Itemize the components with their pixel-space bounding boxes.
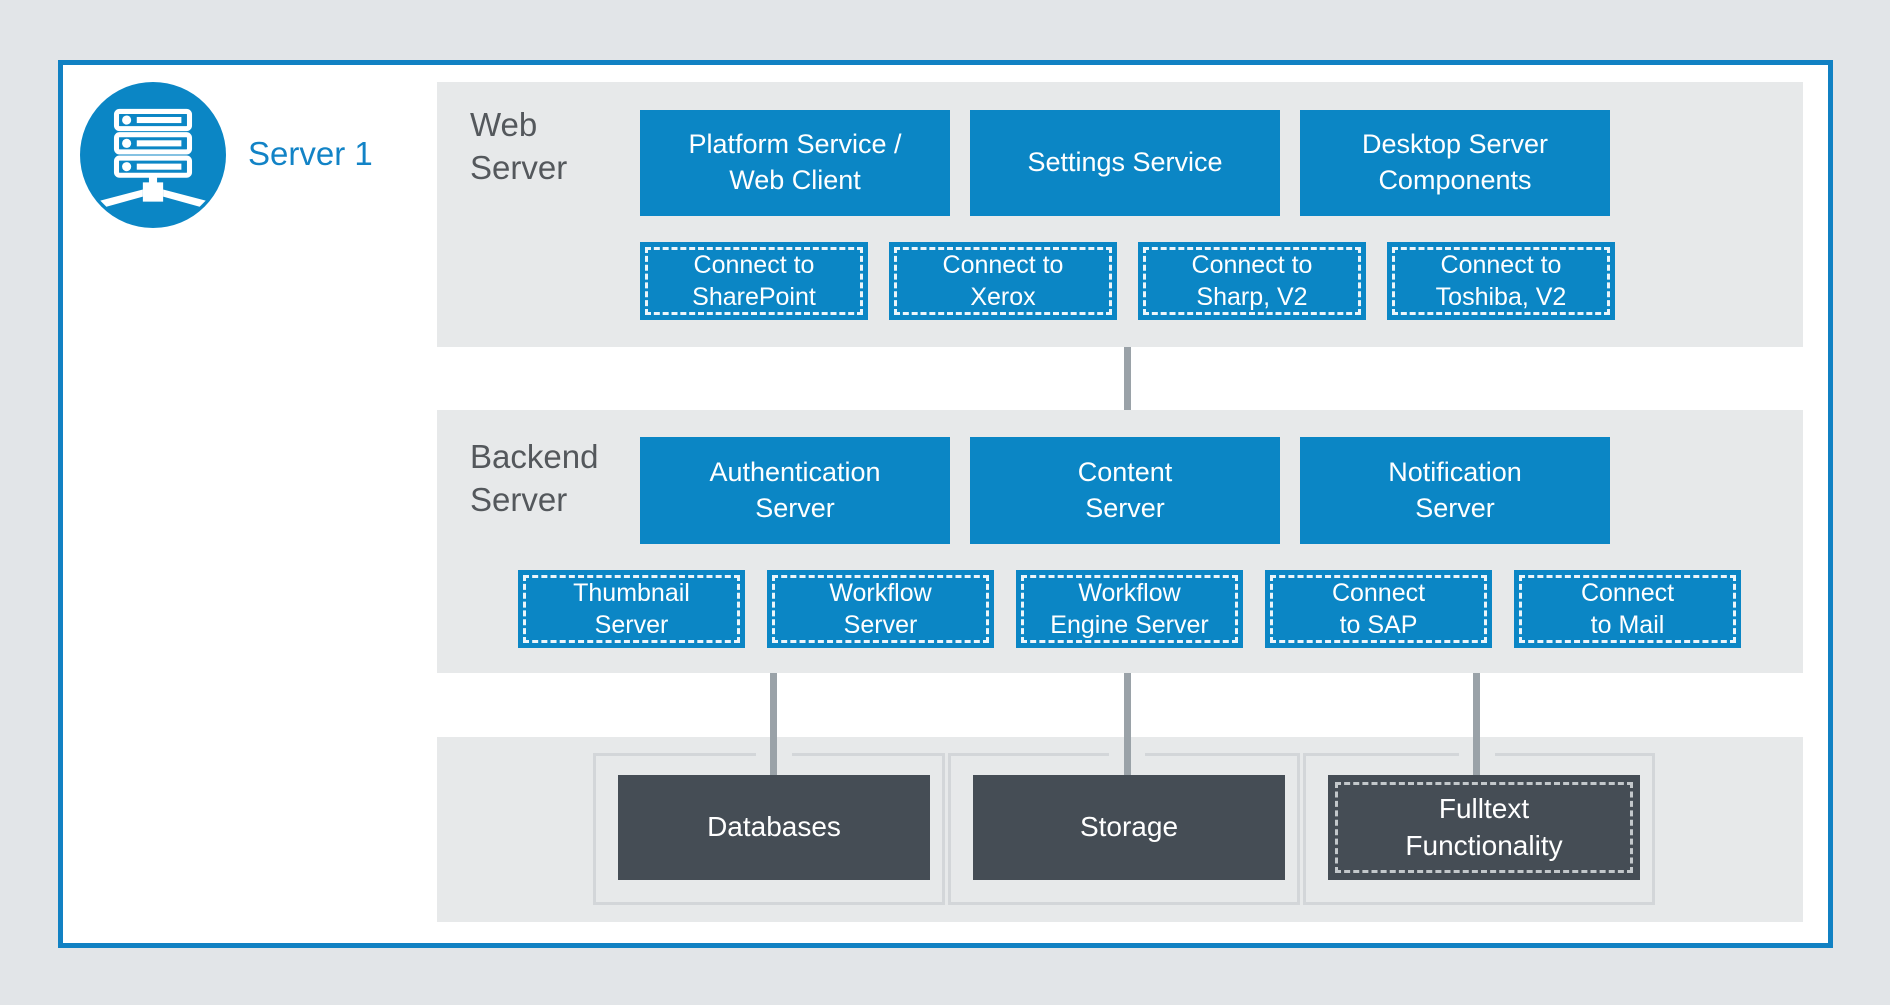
box-label: Connect to Mail <box>1580 579 1675 639</box>
box-platform-service-web-client: Platform Service / Web Client <box>640 110 950 216</box>
box-label: Workflow Server <box>829 579 932 639</box>
box-label: Connect to SAP <box>1331 579 1426 639</box>
box-label: Workflow Engine Server <box>1050 579 1209 639</box>
box-label: Connect to Toshiba, V2 <box>1435 251 1567 311</box>
connector-web-backend <box>1124 347 1131 410</box>
box-workflow-server: Workflow Server <box>767 570 994 648</box>
connector-backend-fulltext <box>1473 673 1480 775</box>
backend-server-section: Backend Server Authentication Server Con… <box>437 410 1803 673</box>
box-thumbnail-server: Thumbnail Server <box>518 570 745 648</box>
box-settings-service: Settings Service <box>970 110 1280 216</box>
box-fulltext-functionality: Fulltext Functionality <box>1328 775 1640 880</box>
storage-section: Databases Storage Fulltext Functionality <box>437 737 1803 922</box>
dashed-border <box>1392 247 1610 315</box>
dashed-border <box>1270 575 1487 643</box>
dashed-border <box>772 575 989 643</box>
web-server-section: Web Server Platform Service / Web Client… <box>437 82 1803 347</box>
box-notification-server: Notification Server <box>1300 437 1610 544</box>
dashed-border <box>523 575 740 643</box>
box-desktop-server-components: Desktop Server Components <box>1300 110 1610 216</box>
box-connect-sharepoint: Connect to SharePoint <box>640 242 868 320</box>
box-content-server: Content Server <box>970 437 1280 544</box>
backend-server-label: Backend Server <box>470 438 599 518</box>
connector-backend-databases <box>770 673 777 775</box>
box-label: Connect to Xerox <box>942 251 1064 311</box>
box-label: Fulltext Functionality <box>1405 793 1563 861</box>
server-icon <box>80 82 226 228</box>
web-server-label: Web Server <box>470 106 568 186</box>
dashed-border <box>1335 782 1633 873</box>
box-connect-toshiba-v2: Connect to Toshiba, V2 <box>1387 242 1615 320</box>
box-label: Connect to SharePoint <box>692 251 816 311</box>
server-title: Server 1 <box>248 135 373 172</box>
box-authentication-server: Authentication Server <box>640 437 950 544</box>
box-label: Connect to Sharp, V2 <box>1191 251 1313 311</box>
box-connect-xerox: Connect to Xerox <box>889 242 1117 320</box>
server-1-panel: Server 1 Web Server Platform Service / W… <box>58 60 1833 948</box>
box-connect-mail: Connect to Mail <box>1514 570 1741 648</box>
box-storage: Storage <box>973 775 1285 880</box>
dashed-border <box>645 247 863 315</box>
dashed-border <box>894 247 1112 315</box>
box-connect-sap: Connect to SAP <box>1265 570 1492 648</box>
box-databases: Databases <box>618 775 930 880</box>
dashed-border <box>1519 575 1736 643</box>
connector-backend-storage <box>1124 673 1131 775</box>
dashed-border <box>1143 247 1361 315</box>
box-workflow-engine-server: Workflow Engine Server <box>1016 570 1243 648</box>
dashed-border <box>1021 575 1238 643</box>
box-label: Thumbnail Server <box>573 579 690 639</box>
box-connect-sharp-v2: Connect to Sharp, V2 <box>1138 242 1366 320</box>
